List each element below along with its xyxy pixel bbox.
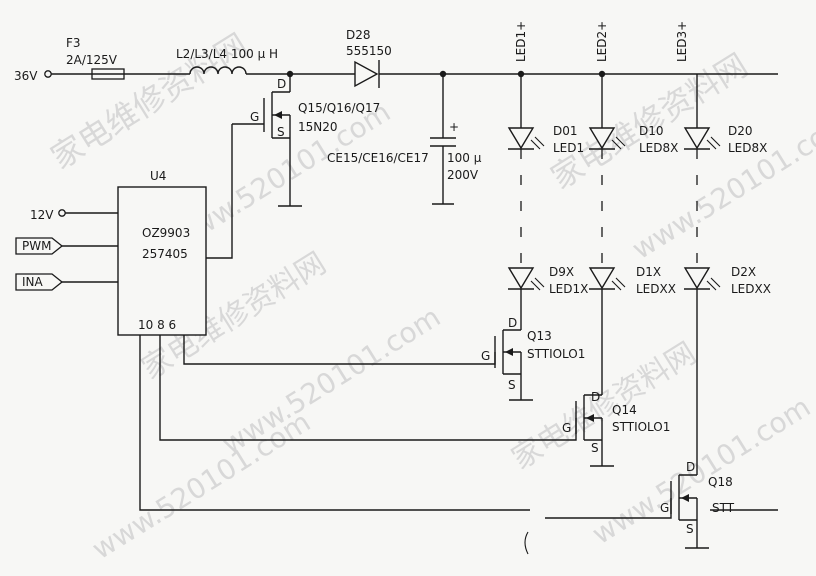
- label-ce15: CE15/CE16/CE17: [327, 151, 429, 165]
- body-arrow: [505, 348, 513, 356]
- pin-d: D: [591, 390, 600, 404]
- label-q18-part: STT: [712, 501, 735, 515]
- gate-drive-wire: [206, 124, 233, 259]
- wire-pin6-q13: [183, 335, 496, 365]
- label-q18: Q18: [708, 475, 733, 489]
- pin-g: G: [562, 421, 571, 435]
- emission-arrows: [706, 136, 721, 150]
- inductor-coil: [189, 66, 247, 75]
- terminal-12v: [58, 209, 66, 217]
- emission-arrows: [530, 277, 545, 291]
- led-bottom-ref: D1X: [636, 265, 661, 279]
- pin-s: S: [508, 378, 516, 392]
- mosfet-q15: D G S Q15/Q16/Q17 15N20: [232, 74, 380, 207]
- mosfet-q14: D G S Q14 STTIOLO1: [562, 390, 670, 467]
- ic-u4: U4 OZ9903 257405 10 8 6 12V PWM INA: [15, 124, 233, 336]
- led-bottom-name: LEDXX: [731, 282, 771, 296]
- body-arrow: [274, 111, 282, 119]
- watermark-url-4: www.520101.com: [86, 405, 316, 566]
- led-string-1: LED1+ D01 LED1 D9X LED1X: [507, 21, 588, 330]
- break-mark: [524, 531, 529, 555]
- pin-s: S: [277, 125, 285, 139]
- watermark-cn-2: 家电维修资料网: [544, 46, 754, 197]
- port-pwm: [15, 237, 64, 255]
- led-bottom-name: LEDXX: [636, 282, 676, 296]
- pin-s: S: [686, 522, 694, 536]
- led-bottom: [588, 267, 616, 290]
- wire-pin10-q18-b: [545, 498, 672, 519]
- led-bottom-ref: D2X: [731, 265, 756, 279]
- wire-pin8-q14: [159, 335, 577, 441]
- pin-d: D: [277, 77, 286, 91]
- rail-label: LED1+: [514, 21, 528, 62]
- led-top-name: LED8X: [639, 141, 678, 155]
- led-string-3: LED3+ D20 LED8X D2X LEDXX: [675, 21, 771, 475]
- label-u4: U4: [150, 169, 166, 183]
- mosfet-q13: D G S Q13 STTIOLO1: [481, 316, 585, 401]
- emission-arrows: [611, 277, 626, 291]
- emission-arrows: [530, 136, 545, 150]
- label-ina: INA: [22, 275, 44, 289]
- led-top: [683, 127, 711, 150]
- cap-polarity: +: [449, 120, 459, 134]
- label-12v: 12V: [30, 208, 54, 222]
- label-q15-part: 15N20: [298, 120, 338, 134]
- label-cap-voltage: 200V: [447, 168, 479, 182]
- pin-d: D: [508, 316, 517, 330]
- label-d28-part: 555150: [346, 44, 392, 58]
- led-bottom: [683, 267, 711, 290]
- label-cap-value: 100 μ: [447, 151, 482, 165]
- label-q13-part: STTIOLO1: [527, 347, 585, 361]
- pin-d: D: [686, 460, 695, 474]
- label-q15: Q15/Q16/Q17: [298, 101, 380, 115]
- label-f3: F3: [66, 36, 81, 50]
- pin-s: S: [591, 441, 599, 455]
- led-top: [588, 127, 616, 150]
- top-rail: 36V F3 2A/125V L2/L3/L4 100 μ H D28 5551…: [14, 28, 778, 88]
- led-bottom-ref: D9X: [549, 265, 574, 279]
- label-36v: 36V: [14, 69, 38, 83]
- pin-g: G: [660, 501, 669, 515]
- led-bottom-name: LED1X: [549, 282, 588, 296]
- led-string-2: LED2+ D10 LED8X D1X LEDXX: [588, 21, 678, 395]
- led-top-ref: D20: [728, 124, 753, 138]
- label-q14: Q14: [612, 403, 637, 417]
- ic-part-line1: OZ9903: [142, 226, 190, 240]
- terminal-36v: [44, 70, 52, 78]
- label-q14-part: STTIOLO1: [612, 420, 670, 434]
- gate-drive-lines: [139, 335, 778, 555]
- led-top: [507, 127, 535, 150]
- emission-arrows: [706, 277, 721, 291]
- port-ina: [15, 273, 64, 291]
- led-bottom: [507, 267, 535, 290]
- led-top-ref: D01: [553, 124, 578, 138]
- led-top-ref: D10: [639, 124, 664, 138]
- rail-label: LED3+: [675, 21, 689, 62]
- body-arrow: [681, 494, 689, 502]
- label-inductor: L2/L3/L4 100 μ H: [176, 47, 278, 61]
- label-d28: D28: [346, 28, 371, 42]
- mosfet-q18: D G S Q18 STT: [660, 460, 735, 549]
- emission-arrows: [611, 136, 626, 150]
- pin-g: G: [250, 110, 259, 124]
- pin-g: G: [481, 349, 490, 363]
- wire-pin10-q18-a: [139, 335, 530, 511]
- ic-body: [117, 186, 207, 336]
- body-arrow: [586, 414, 594, 422]
- label-fuse-rating: 2A/125V: [66, 53, 118, 67]
- diode-d28: [354, 60, 379, 88]
- rail-label: LED2+: [595, 21, 609, 62]
- ic-part-line2: 257405: [142, 247, 188, 261]
- ic-pin-numbers: 10 8 6: [138, 318, 176, 332]
- capacitor-ce15: + CE15/CE16/CE17 100 μ 200V: [327, 74, 482, 205]
- led-top-name: LED1: [553, 141, 584, 155]
- label-q13: Q13: [527, 329, 552, 343]
- label-pwm: PWM: [22, 239, 51, 253]
- led-top-name: LED8X: [728, 141, 767, 155]
